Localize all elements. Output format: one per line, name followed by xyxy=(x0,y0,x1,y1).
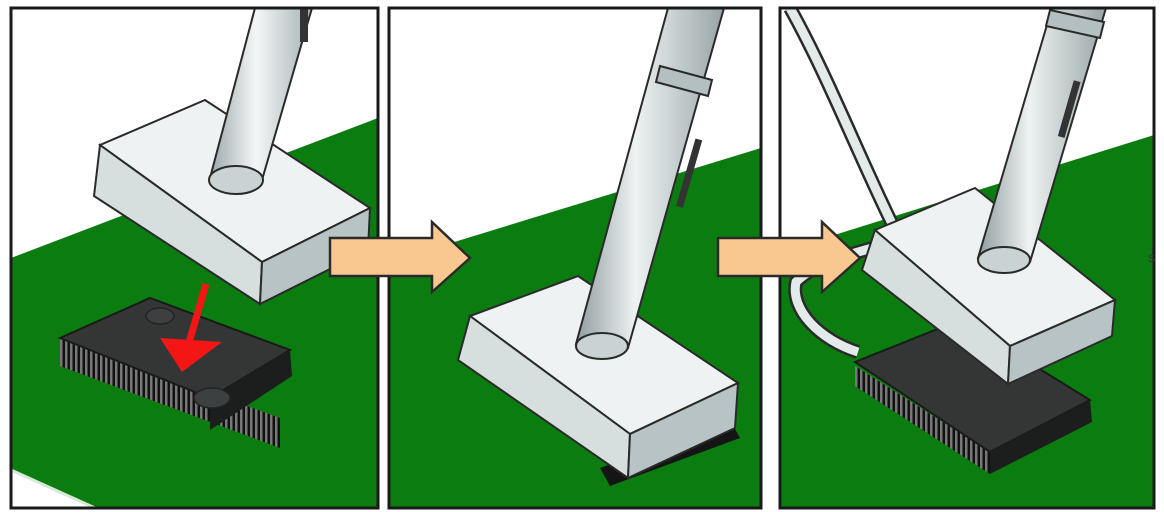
red-placement-arrow xyxy=(160,283,222,372)
panel-3 xyxy=(778,6,1156,510)
flow-arrow-2 xyxy=(716,219,862,295)
margin-text: s xyxy=(1148,249,1155,265)
tool-shaft xyxy=(574,8,726,360)
tool-shaft xyxy=(976,8,1108,274)
panel-1 xyxy=(9,6,380,510)
tool-shaft xyxy=(208,8,314,195)
ic-chip xyxy=(852,318,1093,474)
flow-arrow-1 xyxy=(328,219,472,295)
